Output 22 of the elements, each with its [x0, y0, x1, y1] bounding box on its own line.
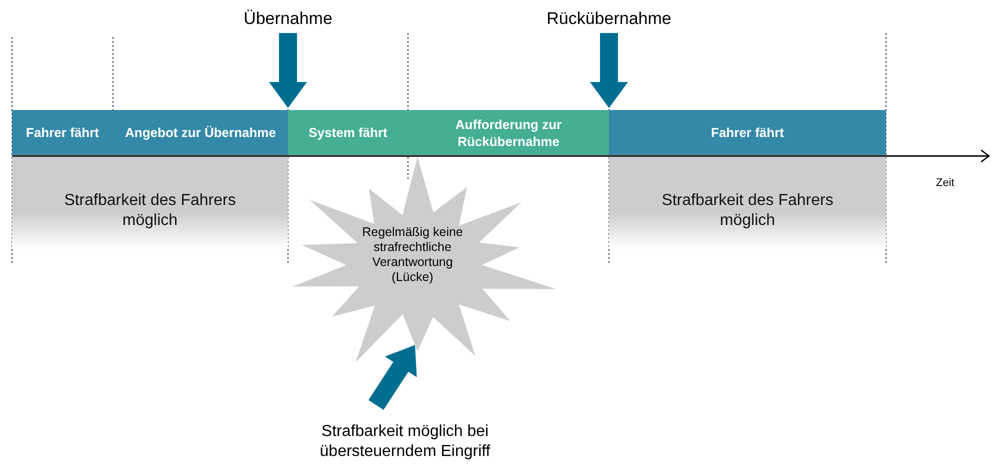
- band-text: Strafbarkeit des Fahrers möglich: [63, 191, 237, 231]
- phase-segment: [408, 110, 609, 155]
- phase-segment: [113, 110, 288, 155]
- axis-label: Zeit: [936, 177, 954, 189]
- band-text: Strafbarkeit des Fahrers möglich: [660, 191, 834, 231]
- annotation-text: Übernahme: [244, 9, 332, 29]
- block-arrow: [368, 345, 417, 410]
- phase-label: Fahrer fährt: [710, 124, 785, 141]
- phase-segment: [609, 110, 886, 155]
- phase-label: Fahrer fährt: [25, 124, 100, 141]
- phase-segment: [12, 110, 113, 155]
- liability-band: [609, 157, 886, 249]
- phase-label: System fährt: [308, 124, 388, 141]
- annotation-text: Rückübernahme: [546, 9, 672, 29]
- phase-label: Angebot zur Übernahme: [124, 124, 277, 141]
- gap-text: Regelmäßig keine strafrechtliche Verantwortung (Lücke): [361, 225, 464, 285]
- phase-label: Aufforderung zur Rückübernahme: [454, 116, 563, 150]
- phase-segment: [288, 110, 408, 155]
- liability-band: [12, 157, 288, 249]
- annotation-text: Strafbarkeit möglich bei übersteuerndem Eingriff: [318, 422, 492, 462]
- block-arrow: [269, 33, 307, 108]
- block-arrow: [590, 33, 628, 108]
